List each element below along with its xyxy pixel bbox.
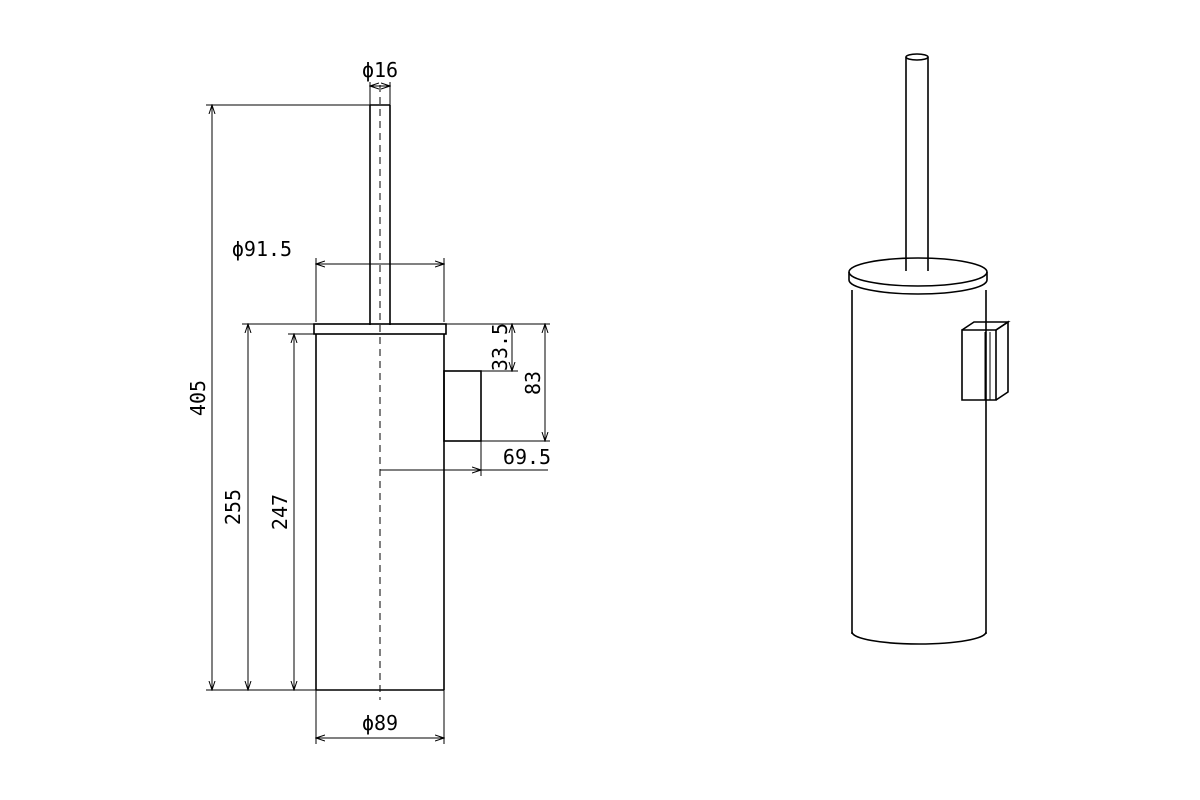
lid-top-ellipse bbox=[848, 257, 988, 287]
label-lid-diameter: ϕ91.5 bbox=[232, 237, 292, 261]
body-bottom-curve bbox=[851, 631, 987, 645]
lid bbox=[313, 323, 447, 335]
label-overall-height: 405 bbox=[186, 380, 210, 416]
front-elevation bbox=[313, 85, 482, 700]
dimension-lines bbox=[206, 82, 550, 744]
label-bracket-top-offset: 33.5 bbox=[488, 323, 512, 371]
label-base-diameter: ϕ89 bbox=[362, 711, 398, 735]
bracket-front bbox=[961, 329, 997, 401]
perspective-view bbox=[848, 53, 1011, 645]
dimension-labels: ϕ16 ϕ91.5 405 255 247 33.5 83 69.5 ϕ89 bbox=[186, 58, 551, 735]
rod-top-ellipse bbox=[905, 53, 929, 61]
bracket-side bbox=[995, 320, 1009, 401]
label-bracket-height: 83 bbox=[521, 371, 545, 395]
label-bracket-offset: 69.5 bbox=[503, 445, 551, 469]
lid-rim bbox=[848, 272, 988, 295]
label-inner-height: 247 bbox=[268, 494, 292, 530]
wall-bracket bbox=[443, 370, 482, 442]
label-body-height: 255 bbox=[221, 489, 245, 525]
label-rod-diameter: ϕ16 bbox=[362, 58, 398, 82]
